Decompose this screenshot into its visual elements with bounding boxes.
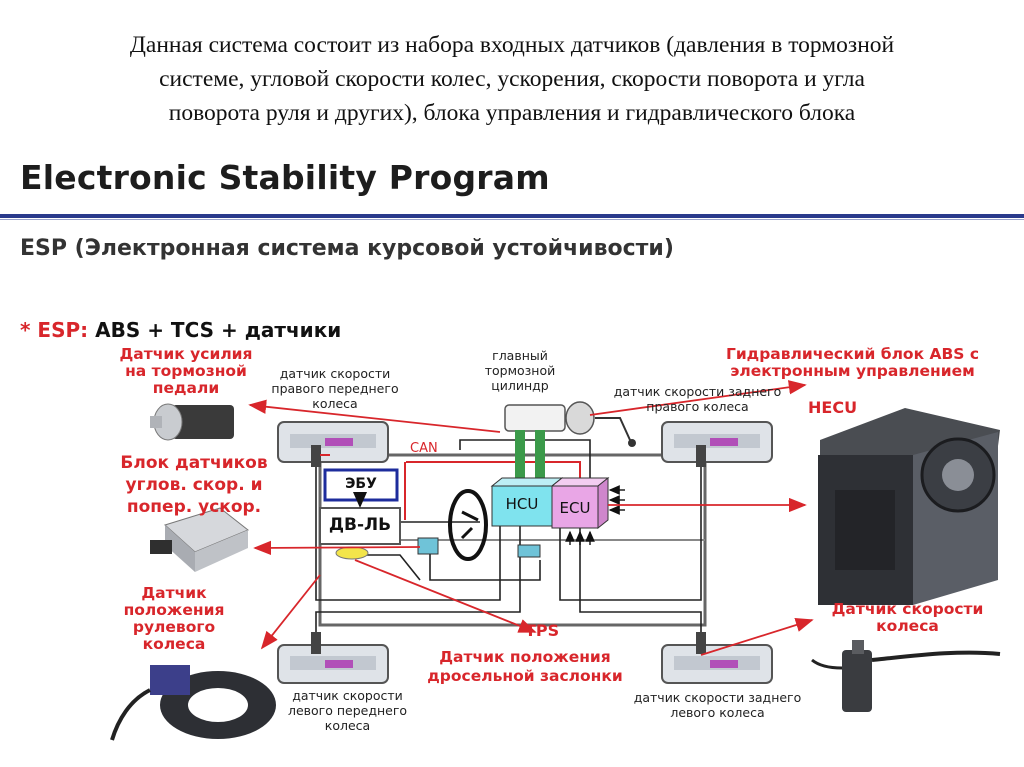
title-divider: [0, 214, 1024, 218]
steering-wheel: [448, 489, 488, 561]
wheel-front-left: [277, 421, 389, 463]
rear-left-line-2: левого колеса: [670, 705, 765, 720]
label-hydraulic-line-2: электронным управлением: [730, 362, 975, 380]
ecu-inputs: [565, 485, 625, 545]
yaw-sensor-box: [517, 544, 541, 558]
master-cylinder: [504, 401, 636, 478]
wheel-speed-sensor-image: [811, 640, 1001, 712]
caption-text: Данная система состоит из набора входных…: [0, 28, 1024, 130]
label-tps: TPS: [525, 621, 560, 640]
rear-right-line-2: правого колеса: [646, 399, 749, 414]
label-steering-line-1: Датчик: [141, 584, 207, 602]
label-rear-right-sensor: датчик скорости заднего правого колеса: [605, 384, 790, 414]
hcu-ecu-unit: [490, 476, 610, 530]
esp-formula-text: ABS + TCS + датчики: [88, 318, 342, 342]
slide-title: Electronic Stability Program: [20, 158, 550, 197]
label-sensor-block-line-1: Блок датчиков: [120, 453, 268, 473]
master-cylinder-line-1: главный: [492, 348, 548, 363]
label-brake-force-sensor: Датчик усилия на тормозной педали: [106, 346, 266, 397]
ebu-box-label: ЭБУ: [345, 476, 377, 492]
front-left-line-2: левого переднего: [287, 703, 408, 718]
sensor-fr: [696, 445, 706, 467]
label-throttle-line-2: дросельной заслонки: [427, 667, 623, 685]
caption-line-3: поворота руля и других), блока управлени…: [168, 100, 856, 126]
engine-box-label: ДВ-ЛЬ: [328, 515, 392, 535]
label-hydraulic-block: Гидравлический блок ABS с электронным уп…: [700, 346, 1005, 380]
label-sensor-block: Блок датчиков углов. скор. и попер. уско…: [104, 452, 284, 518]
label-steering-sensor: Датчик положения рулевого колеса: [104, 585, 244, 653]
wheel-rear-right: [661, 644, 773, 684]
title-divider-thin: [0, 219, 1024, 220]
brake-pressure-sensor-image: [150, 403, 234, 441]
rear-left-line-1: датчик скорости заднего: [633, 690, 802, 705]
label-hydraulic-line-1: Гидравлический блок ABS с: [725, 345, 980, 363]
label-throttle-line-1: Датчик положения: [439, 648, 611, 666]
slide-subtitle: ESP (Электронная система курсовой устойч…: [20, 236, 674, 261]
steering-angle-sensor-image: [110, 665, 276, 741]
esp-formula: * ESP: ABS + TCS + датчики: [20, 318, 341, 342]
label-hecu: HECU: [808, 398, 858, 417]
esp-prefix: * ESP:: [20, 318, 89, 342]
front-left-line-3: колеса: [324, 718, 371, 733]
label-rear-left-sensor: датчик скорости заднего левого колеса: [625, 690, 810, 720]
front-right-line-1: датчик скорости: [279, 366, 391, 381]
front-right-line-3: колеса: [312, 396, 358, 411]
label-steering-line-4: колеса: [142, 635, 206, 653]
front-right-line-2: правого переднего: [271, 381, 399, 396]
master-cylinder-line-3: цилиндр: [491, 378, 549, 393]
front-left-line-1: датчик скорости: [292, 688, 403, 703]
master-cylinder-line-2: тормозной: [484, 363, 556, 378]
wheel-rear-left: [277, 644, 389, 684]
label-can: CAN: [410, 441, 438, 456]
steering-sensor-box: [417, 537, 439, 555]
hcu-label: HCU: [505, 495, 539, 513]
label-master-cylinder: главный тормозной цилиндр: [475, 348, 565, 393]
label-sensor-block-line-3: попер. ускор.: [126, 497, 262, 517]
wheel-front-right: [661, 421, 773, 463]
label-steering-line-2: положения: [123, 601, 225, 619]
sensor-rr: [696, 632, 706, 654]
hecu-unit-image: [818, 408, 1000, 605]
can-line: [320, 454, 581, 485]
engine-box: [319, 507, 401, 545]
yaw-sensor-module-image: [150, 507, 249, 572]
sensor-rl: [311, 632, 321, 654]
label-throttle-sensor: Датчик положения дросельной заслонки: [420, 648, 630, 686]
red-callouts: [248, 380, 814, 656]
label-front-left-sensor: датчик скорости левого переднего колеса: [265, 688, 430, 733]
label-wheel-speed-line-1: Датчик скорости: [831, 600, 984, 618]
caption-line-2: системе, угловой скорости колес, ускорен…: [159, 66, 865, 92]
throttle-body: [335, 546, 369, 560]
caption-line-1: Данная система состоит из набора входных…: [129, 32, 895, 58]
label-steering-line-3: рулевого: [132, 618, 216, 636]
rear-right-line-1: датчик скорости заднего: [613, 384, 782, 399]
label-front-right-sensor: датчик скорости правого переднего колеса: [265, 366, 405, 411]
label-sensor-block-line-2: углов. скор. и: [125, 475, 263, 495]
sensor-fl: [311, 445, 321, 467]
label-brake-force-line-1: Датчик усилия: [119, 345, 253, 363]
label-brake-force-line-2: на тормозной: [125, 362, 247, 380]
label-wheel-speed-sensor: Датчик скорости колеса: [815, 601, 1000, 635]
label-wheel-speed-line-2: колеса: [876, 617, 939, 635]
label-brake-force-line-3: педали: [152, 379, 220, 397]
ecu-label: ECU: [559, 499, 591, 517]
